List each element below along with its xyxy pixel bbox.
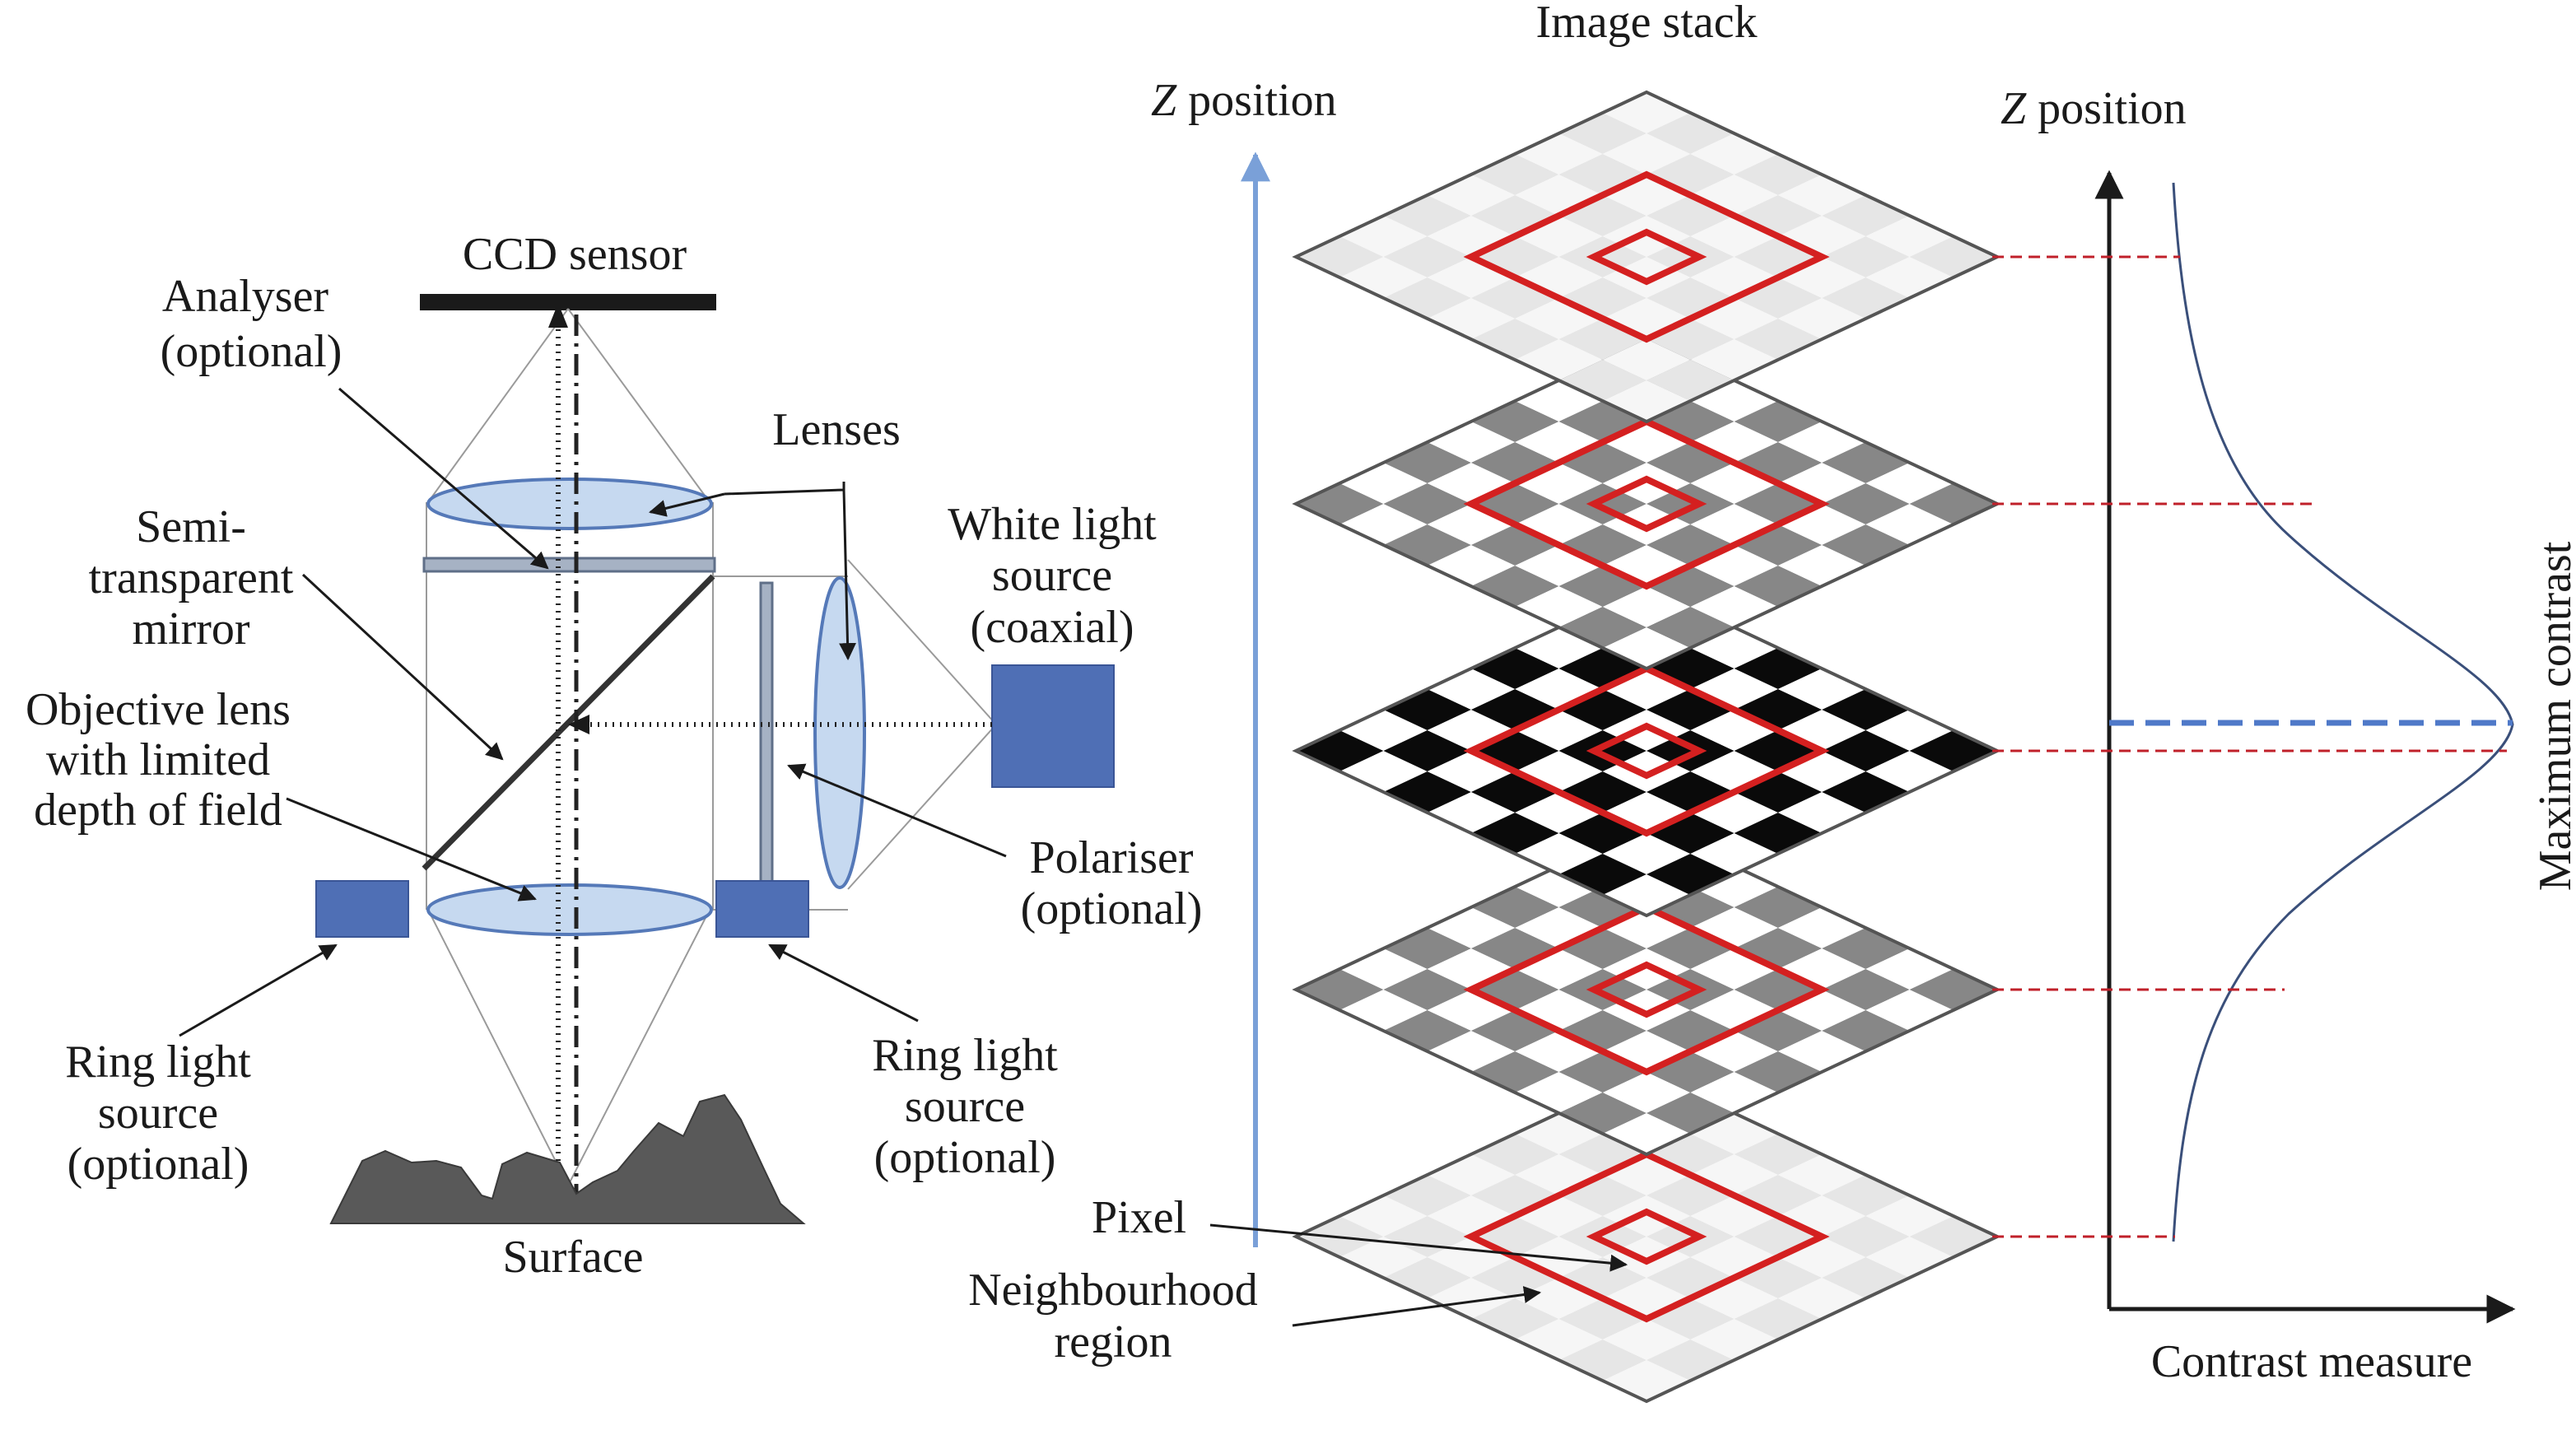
neighbourhood-label-2: region bbox=[1054, 1316, 1172, 1367]
coaxial-arrow-head bbox=[568, 715, 589, 734]
pixel-marker bbox=[1586, 961, 1707, 1018]
polariser-label-2: (optional) bbox=[1021, 883, 1203, 934]
stack-leaders bbox=[1209, 1223, 1628, 1327]
ring-left-label-2: source bbox=[98, 1088, 218, 1139]
guide-lines bbox=[1992, 255, 2507, 1238]
upper-lens bbox=[426, 478, 713, 530]
neighbourhood-region bbox=[1463, 903, 1830, 1076]
semi-mirror-label-2: transparent bbox=[89, 552, 294, 603]
pixel-marker bbox=[1586, 1208, 1707, 1265]
image-stack-layers bbox=[1292, 90, 2001, 1404]
neighbourhood-region bbox=[1463, 664, 1830, 837]
ring-right-label-2: source bbox=[905, 1081, 1025, 1132]
z-var-left: Z bbox=[1151, 75, 1177, 126]
objective-lens bbox=[426, 883, 713, 936]
semi-mirror-label-1: Semi- bbox=[136, 501, 246, 552]
ring-right-label-1: Ring light bbox=[872, 1030, 1058, 1081]
polariser-plate bbox=[759, 581, 774, 910]
white-light-label-2: source bbox=[992, 550, 1112, 601]
neighbourhood-region bbox=[1463, 170, 1830, 343]
ccd-sensor-bar bbox=[420, 294, 716, 310]
ring-left-label-1: Ring light bbox=[65, 1037, 251, 1088]
ring-light-source-left bbox=[315, 880, 409, 938]
white-light-source bbox=[991, 664, 1115, 788]
image-stack-title: Image stack bbox=[1536, 0, 1758, 48]
axis-arrow-head bbox=[548, 303, 568, 328]
pixel-label: Pixel bbox=[1092, 1192, 1186, 1243]
contrast-measure-label: Contrast measure bbox=[2151, 1336, 2472, 1387]
semi-transparent-mirror bbox=[422, 574, 715, 871]
objective-label-3: depth of field bbox=[34, 785, 282, 836]
polariser-label-1: Polariser bbox=[1029, 832, 1193, 883]
white-light-label-3: (coaxial) bbox=[971, 602, 1134, 653]
max-contrast-label: Maximum contrast bbox=[2530, 541, 2576, 891]
objective-label-1: Objective lens bbox=[26, 684, 291, 735]
pixel-marker bbox=[1586, 228, 1707, 286]
surface-profile bbox=[329, 1093, 806, 1224]
objective-label-2: with limited bbox=[46, 734, 270, 785]
side-lens bbox=[813, 576, 866, 889]
analyser-label-2: (optional) bbox=[161, 326, 342, 377]
ring-left-label-3: (optional) bbox=[68, 1139, 249, 1190]
analyser-plate bbox=[422, 557, 716, 573]
neighbourhood-region bbox=[1463, 1150, 1830, 1323]
ring-right-label-3: (optional) bbox=[874, 1132, 1056, 1183]
semi-mirror-label-3: mirror bbox=[132, 603, 249, 655]
z-rest-left: position bbox=[1176, 75, 1336, 126]
z-position-label-left: Z position bbox=[1151, 75, 1337, 126]
surface-label: Surface bbox=[502, 1232, 643, 1283]
z-rest-right: position bbox=[2026, 83, 2186, 134]
neighbourhood-label-1: Neighbourhood bbox=[968, 1265, 1258, 1316]
optical-labels: CCD sensor Analyser (optional) Lenses Se… bbox=[26, 229, 1202, 1283]
white-light-label-1: White light bbox=[948, 499, 1157, 550]
stack-layer-3 bbox=[1292, 584, 2001, 918]
z-position-label-right: Z position bbox=[2001, 83, 2187, 134]
z-var-right: Z bbox=[2001, 83, 2027, 134]
image-stack-area: Z position Image stack Pixel Neighbourho… bbox=[968, 0, 2576, 1404]
light-cone-lines bbox=[427, 308, 997, 1186]
neighbourhood-region bbox=[1463, 417, 1830, 590]
leader-arrows bbox=[179, 387, 1007, 1037]
ring-light-source-right bbox=[715, 880, 809, 938]
ccd-sensor-label: CCD sensor bbox=[463, 229, 687, 280]
pixel-marker bbox=[1586, 722, 1707, 780]
analyser-label-1: Analyser bbox=[162, 271, 329, 322]
pixel-marker bbox=[1586, 475, 1707, 533]
optical-setup: CCD sensor Analyser (optional) Lenses Se… bbox=[26, 229, 1202, 1283]
contrast-curve bbox=[2172, 182, 2514, 1242]
lenses-label: Lenses bbox=[772, 404, 901, 455]
stack-layer-1 bbox=[1292, 90, 2001, 424]
